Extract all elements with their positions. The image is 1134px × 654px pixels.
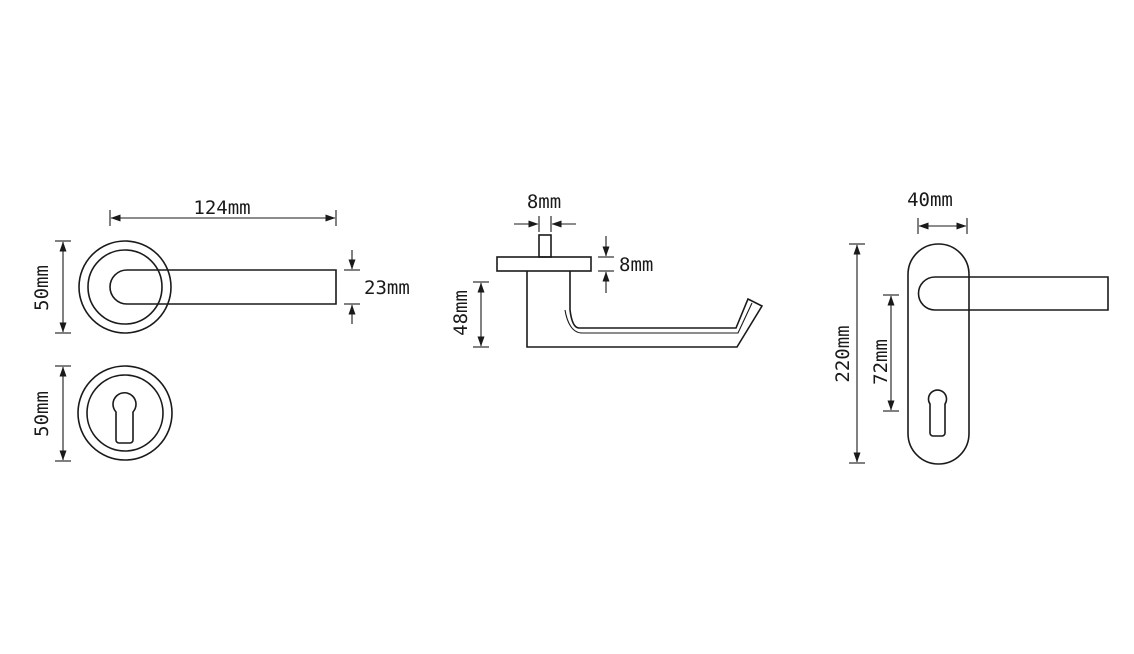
plate-width-dimension: 40mm [907,189,968,234]
backplate [907,243,970,465]
escutcheon-view [77,365,173,461]
lever-profile [526,271,764,348]
lever-length-dimension: 124mm [109,197,337,226]
escutcheon-outer [77,365,173,461]
projection-dimension: 48mm [450,281,489,348]
cylinder-keyhole [112,392,137,444]
backplate-lever-arm [917,276,1109,311]
plate-height-label: 220mm [832,325,854,382]
spindle-width-dimension: 8mm [514,191,576,232]
centre-distance-label: 72mm [870,339,892,385]
rose-thickness-dimension: 8mm [598,236,653,293]
side-profile-view [496,234,764,348]
rose-inner [87,249,163,325]
rose-outer [78,240,172,334]
lever-on-rose-view [78,240,337,334]
rose-diameter-dimension: 50mm [31,240,71,334]
lever-profile-inner [564,302,753,334]
spindle-width-label: 8mm [527,191,561,213]
rose-thickness-label: 8mm [619,254,653,276]
rose-diameter-label: 50mm [31,265,53,311]
backplate-view [907,243,1109,465]
backplate-keyhole [927,389,948,437]
escutcheon-diameter-dimension: 50mm [31,365,71,462]
spindle [538,234,552,258]
lever-thickness-dimension: 23mm [344,250,410,324]
lever-length-label: 124mm [193,197,250,219]
rose-profile [496,256,592,272]
projection-label: 48mm [450,290,472,336]
centre-distance-dimension: 72mm [870,294,899,412]
lever-thickness-label: 23mm [364,277,410,299]
escutcheon-diameter-label: 50mm [31,391,53,437]
lever-arm [109,269,337,305]
escutcheon-inner [86,374,164,452]
plate-height-dimension: 220mm [832,243,865,464]
plate-width-label: 40mm [907,189,953,211]
